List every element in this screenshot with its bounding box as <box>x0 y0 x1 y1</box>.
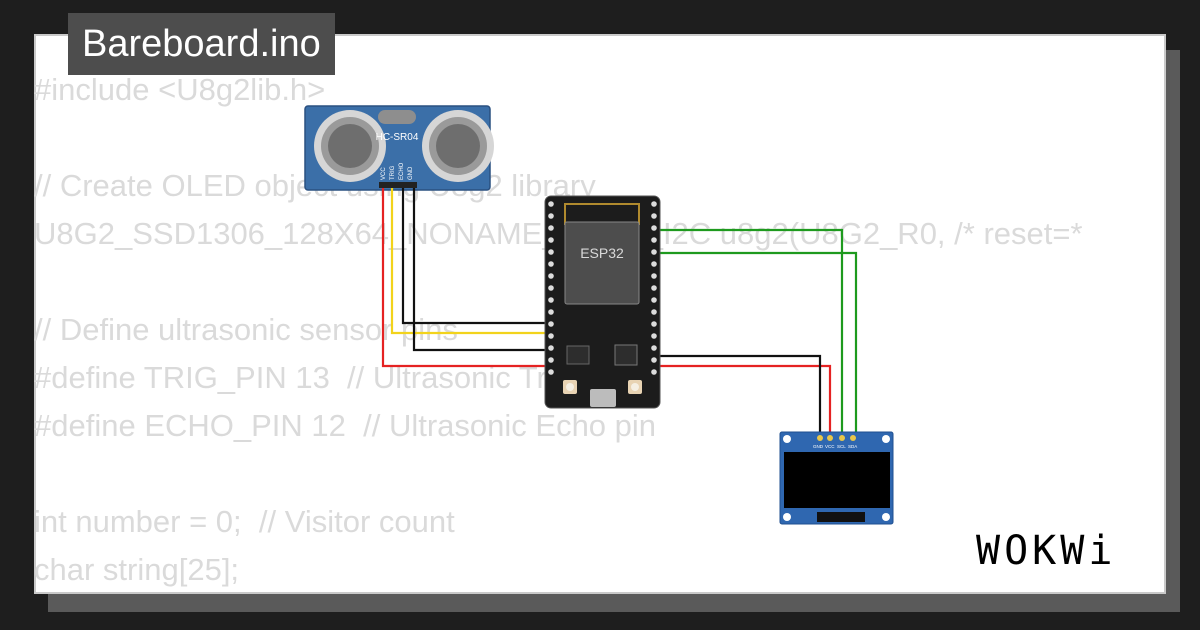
sensor-pin-label: TRIG <box>390 165 396 180</box>
wire-sda <box>655 251 858 437</box>
code-line: #include <U8g2lib.h> <box>34 72 326 107</box>
wire-trig <box>390 188 552 335</box>
sensor-label: HC-SR04 <box>376 132 419 143</box>
oled-pin-label: SDA <box>848 444 857 449</box>
sensor-pin-label: ECHO <box>399 162 405 180</box>
project-title: Bareboard.ino <box>68 13 335 75</box>
code-line: #define ECHO_PIN 12 // Ultrasonic Echo p… <box>34 408 657 443</box>
wire-gnd-oled <box>655 354 822 437</box>
sensor-pin-label: VCC <box>381 167 387 180</box>
wire-scl <box>655 228 844 437</box>
hc-sr04-sensor[interactable]: HC-SR04 VCC TRIG ECHO GND <box>304 105 494 191</box>
code-line: int number = 0; // Visitor count <box>34 504 455 539</box>
code-line: // Define ultrasonic sensor pins <box>34 312 458 347</box>
wokwi-logo: WOKWi <box>976 528 1117 574</box>
esp32-board[interactable]: ESP32 <box>544 195 661 409</box>
oled-pin-label: SCL <box>837 444 846 449</box>
sensor-pin-label: GND <box>408 166 414 180</box>
oled-display[interactable]: GND VCC SCL SDA <box>779 431 894 525</box>
wires <box>381 188 858 437</box>
mcu-label: ESP32 <box>580 245 624 261</box>
wire-echo <box>401 188 550 325</box>
wire-gnd-sensor <box>412 188 552 352</box>
code-line: char string[25]; <box>34 552 240 587</box>
oled-pin-label: GND <box>813 444 824 449</box>
oled-pin-label: VCC <box>825 444 835 449</box>
